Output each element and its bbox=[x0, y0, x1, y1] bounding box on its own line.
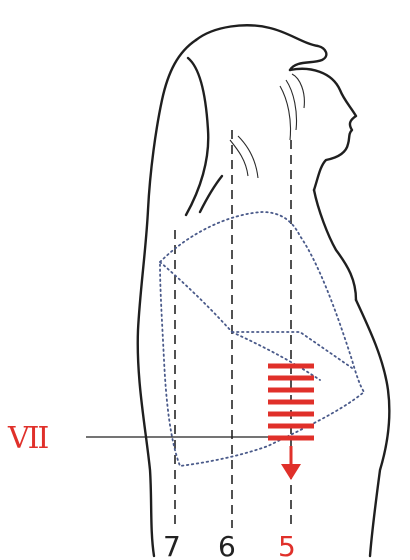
rib-label: VII bbox=[7, 421, 49, 456]
line-label-5: 5 bbox=[278, 530, 296, 560]
line-label-6: 6 bbox=[218, 530, 236, 560]
lung-border bbox=[160, 212, 364, 466]
down-arrow-icon bbox=[281, 464, 301, 480]
line-label-7: 7 bbox=[163, 530, 181, 560]
reference-lines bbox=[175, 130, 291, 528]
